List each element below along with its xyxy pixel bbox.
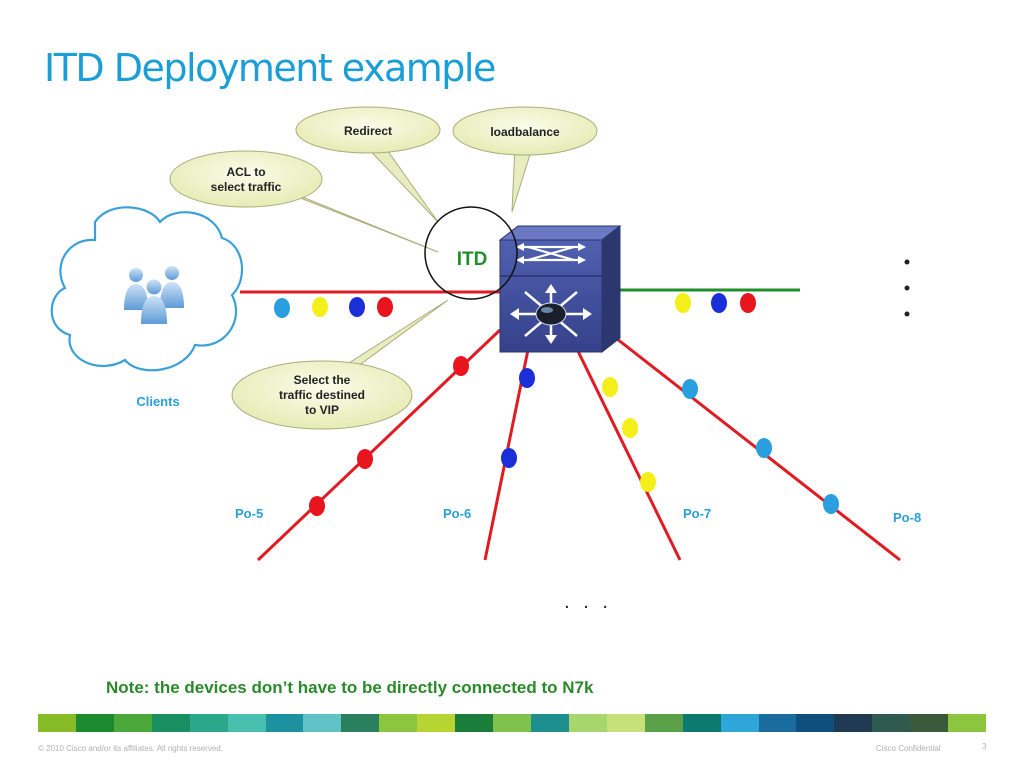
server-ellipsis bbox=[904, 259, 910, 317]
firewall-icon-po7 bbox=[634, 554, 734, 644]
stripe-segment bbox=[455, 714, 494, 732]
stripe-segment bbox=[568, 714, 607, 732]
stripe-segment bbox=[948, 714, 987, 732]
po7-label: Po-7 bbox=[683, 506, 711, 521]
stripe-segment bbox=[151, 714, 190, 732]
acl-label-line2: select traffic bbox=[211, 180, 282, 194]
server-rack-icon bbox=[0, 0, 56, 46]
po8-packets bbox=[682, 379, 839, 514]
firewall-icon-po5 bbox=[208, 554, 308, 644]
stripe-segment bbox=[796, 714, 835, 732]
clients-cloud-icon bbox=[50, 206, 244, 372]
page-title: ITD Deployment example bbox=[44, 46, 496, 90]
po7-packets bbox=[602, 377, 656, 492]
select-traffic-callout: Select the traffic destined to VIP bbox=[231, 299, 449, 430]
clients-label: Clients bbox=[136, 394, 179, 409]
stripe-segment bbox=[341, 714, 380, 732]
stripe-segment bbox=[227, 714, 266, 732]
stripe-segment bbox=[530, 714, 569, 732]
stripe-segment bbox=[265, 714, 304, 732]
select-label-line1: Select the bbox=[294, 373, 351, 387]
confidential-text: Cisco Confidential bbox=[876, 744, 941, 753]
server-packets bbox=[675, 293, 756, 313]
server-rack-icon bbox=[804, 264, 862, 312]
redirect-label: Redirect bbox=[344, 124, 392, 138]
footer-color-stripe bbox=[38, 714, 987, 732]
firewalls-ellipsis: . . . bbox=[564, 591, 612, 613]
po7-link bbox=[573, 344, 682, 561]
redirect-callout: Redirect bbox=[295, 106, 441, 223]
po6-packets bbox=[501, 368, 535, 468]
stripe-segment bbox=[644, 714, 683, 732]
note-text: Note: the devices don’t have to be direc… bbox=[106, 678, 594, 697]
stripe-segment bbox=[379, 714, 418, 732]
stripe-segment bbox=[834, 714, 873, 732]
stripe-segment bbox=[606, 714, 645, 732]
stripe-segment bbox=[720, 714, 759, 732]
page-number: 3 bbox=[982, 742, 987, 751]
stripe-segment bbox=[682, 714, 721, 732]
po8-label: Po-8 bbox=[893, 510, 921, 525]
stripe-segment bbox=[872, 714, 911, 732]
copyright-text: © 2010 Cisco and/or its affiliates. All … bbox=[38, 744, 223, 753]
server-rack-icon bbox=[827, 219, 885, 267]
stripe-segment bbox=[189, 714, 228, 732]
loadbalance-label: loadbalance bbox=[490, 125, 560, 139]
select-label-line2: traffic destined bbox=[279, 388, 365, 402]
server-rack-icon bbox=[827, 289, 885, 337]
server-rack-icon bbox=[871, 187, 929, 235]
po6-label: Po-6 bbox=[443, 506, 471, 521]
n7k-switch-icon bbox=[498, 224, 622, 354]
po5-packets bbox=[309, 356, 469, 516]
stripe-segment bbox=[493, 714, 531, 732]
itd-label: ITD bbox=[457, 249, 488, 270]
stripe-segment bbox=[38, 714, 76, 732]
acl-callout: ACL to select traffic bbox=[169, 150, 439, 253]
stripe-segment bbox=[303, 714, 342, 732]
users-icon bbox=[124, 266, 184, 324]
firewall-icon-po8 bbox=[848, 554, 948, 644]
select-label-line3: to VIP bbox=[305, 403, 339, 417]
client-packets bbox=[274, 297, 393, 318]
server-rack-icon bbox=[871, 324, 929, 372]
stripe-segment bbox=[910, 714, 949, 732]
acl-label-line1: ACL to bbox=[226, 165, 265, 179]
stripe-segment bbox=[417, 714, 456, 732]
stripe-segment bbox=[75, 714, 114, 732]
firewall-icon-po6 bbox=[436, 554, 536, 644]
itd-highlight-circle bbox=[424, 206, 518, 300]
stripe-segment bbox=[113, 714, 152, 732]
loadbalance-callout: loadbalance bbox=[452, 106, 598, 213]
stripe-segment bbox=[758, 714, 797, 732]
po5-label: Po-5 bbox=[235, 506, 263, 521]
po8-link bbox=[611, 333, 901, 562]
